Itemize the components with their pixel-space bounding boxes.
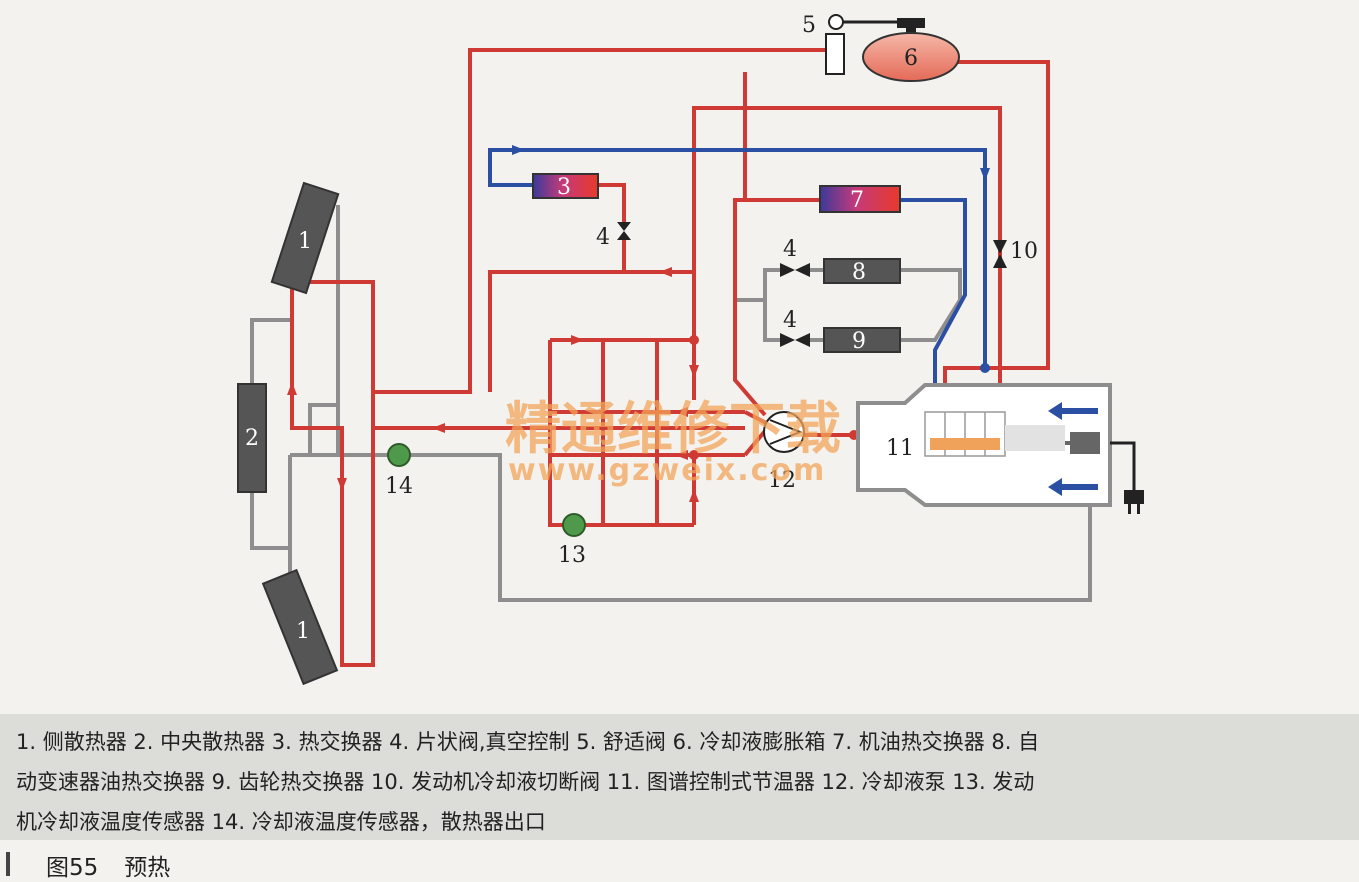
label-8: 8: [852, 260, 866, 285]
shutoff-valve-10: 10: [993, 239, 1038, 268]
svg-text:14: 14: [385, 474, 413, 499]
valve-4-atf: 4: [780, 237, 810, 277]
figure-number: 图55: [46, 855, 99, 881]
engine-temp-sensor-13: 13: [558, 513, 586, 568]
side-radiator-top: 1: [270, 181, 340, 295]
return-lines: [250, 205, 1092, 602]
figure-title: 预热: [124, 855, 171, 881]
oil-cooler-7: 7: [819, 185, 901, 213]
valve-4-gear: 4: [780, 308, 810, 347]
coolant-circuit-diagram: 1 2 1 3 7 8 9 4 4 4: [237, 13, 1144, 686]
atf-cooler-8: 8: [823, 258, 901, 285]
thermostat-11: 11: [856, 383, 1144, 514]
svg-text:精通维修下载: 精通维修下载: [505, 397, 841, 462]
legend-line-3: 机冷却液温度传感器 14. 冷却液温度传感器，散热器出口: [16, 810, 546, 834]
comfort-valve-5: 5: [802, 13, 900, 75]
caption-bar: [6, 852, 10, 876]
svg-text:www.gzweix.com: www.gzweix.com: [508, 453, 826, 488]
central-radiator: 2: [237, 383, 267, 493]
label-7: 7: [850, 188, 864, 213]
svg-text:4: 4: [783, 308, 797, 333]
svg-text:10: 10: [1010, 239, 1038, 264]
cold-flow-arrows: [512, 145, 990, 181]
cold-lines: [488, 148, 987, 390]
flow-arrows: [287, 267, 699, 502]
svg-text:4: 4: [596, 225, 610, 250]
svg-text:6: 6: [904, 46, 918, 71]
svg-text:5: 5: [802, 13, 816, 38]
label-2: 2: [245, 426, 259, 451]
legend-line-2: 动变速器油热交换器 9. 齿轮热交换器 10. 发动机冷却液切断阀 11. 图谱…: [16, 770, 1035, 794]
label-1-top: 1: [298, 229, 312, 254]
legend-line-1: 1. 侧散热器 2. 中央散热器 3. 热交换器 4. 片状阀,真空控制 5. …: [16, 730, 1040, 754]
svg-text:13: 13: [558, 543, 586, 568]
label-9: 9: [852, 329, 866, 354]
hot-lines: [290, 48, 1050, 667]
figure-caption: 图55 预热: [0, 846, 1359, 882]
svg-text:11: 11: [886, 436, 914, 461]
label-3: 3: [557, 175, 571, 200]
junction-dots: [689, 335, 990, 460]
expansion-tank-6: 6: [862, 18, 960, 82]
watermark: 精通维修下载 www.gzweix.com: [505, 397, 841, 488]
side-radiator-bottom: 1: [261, 568, 339, 686]
svg-text:12: 12: [768, 468, 796, 493]
coolant-pump-12: 12: [763, 411, 859, 493]
radiator-temp-sensor-14: 14: [385, 443, 413, 499]
svg-text:4: 4: [783, 237, 797, 262]
label-1-bottom: 1: [296, 619, 310, 644]
valve-4-heat-exchanger: 4: [596, 222, 631, 250]
heat-exchanger-3: 3: [532, 173, 599, 200]
legend: 1. 侧散热器 2. 中央散热器 3. 热交换器 4. 片状阀,真空控制 5. …: [0, 714, 1359, 840]
gear-cooler-9: 9: [823, 327, 901, 354]
